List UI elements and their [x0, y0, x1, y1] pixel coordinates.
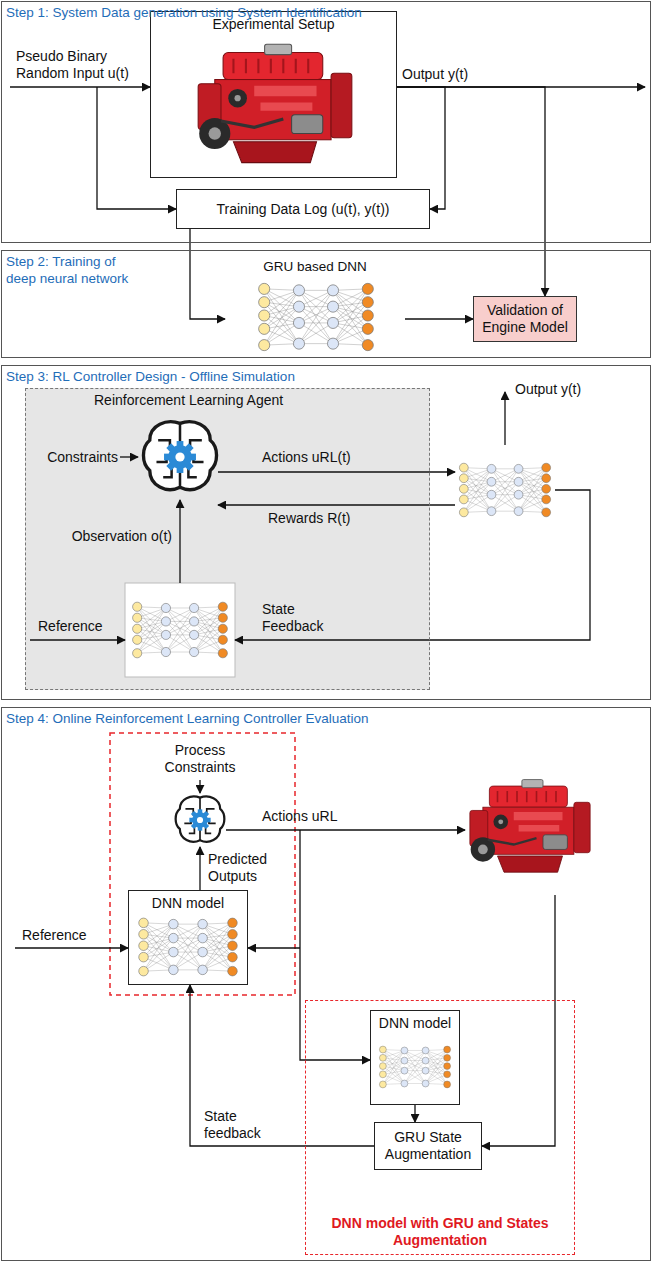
signal-label: Actions uRL(t): [262, 449, 351, 466]
signal-wire: [218, 471, 455, 472]
agent-ground: [25, 388, 430, 690]
panel-heading: Step 4: Online Reinforcement Learning Co…: [6, 711, 606, 728]
text-block: Reinforcement Learning Agent: [94, 389, 429, 409]
signal-wire: [199, 780, 200, 793]
network-block: GRU based DNN: [225, 258, 405, 356]
engine-picture: [470, 780, 590, 873]
panel-heading: Step 2: Training of deep neural network: [6, 254, 146, 288]
text-block: DNN model with GRU and States Augmentati…: [306, 1215, 574, 1254]
signal-label: Process Constraints: [155, 742, 245, 776]
process-box: Training Data Log (u(t), y(t)): [176, 189, 430, 229]
text-block: Training Data Log (u(t), y(t)): [213, 201, 394, 218]
box-title: DNN model: [129, 895, 247, 912]
engine-picture: [198, 44, 352, 162]
step-panel: Step 4: Online Reinforcement Learning Co…: [1, 707, 651, 1261]
signal-wire: [30, 639, 125, 640]
signal-label: Reference: [38, 618, 103, 635]
block-title: GRU based DNN: [226, 259, 404, 275]
text-block: GRU State Augmentation: [375, 1129, 481, 1163]
signal-label: Constraints: [38, 449, 118, 466]
signal-wire: [199, 847, 200, 890]
signal-wire: [482, 895, 555, 1146]
region-title: Reinforcement Learning Agent: [94, 392, 429, 409]
signal-label: Reference: [22, 927, 87, 944]
network-picture: [139, 918, 237, 976]
region-title: DNN model with GRU and States Augmentati…: [318, 1215, 562, 1249]
model-box: DNN model: [128, 890, 248, 985]
connector-label: State feedback: [204, 1108, 276, 1142]
signal-wire: [235, 490, 590, 640]
signal-label: Rewards R(t): [268, 510, 350, 527]
network-picture: [133, 602, 228, 658]
text-block: Step 2: Training of deep neural network: [6, 254, 146, 288]
text-block: Step 4: Online Reinforcement Learning Co…: [6, 711, 606, 728]
signal-label: Output y(t): [402, 66, 468, 83]
text-block: Experimental Setup: [151, 12, 396, 33]
step-panel: Step 2: Training of deep neural network G…: [1, 250, 651, 358]
signal-wire: [179, 500, 180, 583]
signal-wire: [226, 829, 465, 830]
controller-region: [110, 733, 295, 995]
signal-wire: [15, 947, 128, 948]
setup-box: Experimental Setup: [150, 11, 397, 178]
model-box: DNN model: [370, 1010, 460, 1105]
box-title: DNN model: [371, 1015, 459, 1032]
input-wire: [97, 87, 176, 209]
network-picture: [379, 1046, 450, 1088]
agent-icon: [176, 796, 225, 841]
signal-label: Pseudo Binary Random Input u(t): [16, 48, 148, 82]
text-block: DNN model: [371, 1011, 459, 1032]
box-label: Training Data Log (u(t), y(t)): [217, 201, 390, 218]
input-wire: [10, 86, 150, 87]
connector: [190, 985, 374, 1146]
connector: [405, 318, 473, 319]
connector: [414, 1105, 415, 1122]
network-picture: [459, 463, 550, 517]
signal-wire: [300, 830, 370, 1060]
signal-wire: [218, 504, 455, 505]
box-label: GRU State Augmentation: [379, 1129, 477, 1163]
signal-label: Output y(t): [515, 381, 581, 398]
signal-label: Observation o(t): [52, 528, 172, 545]
signal-label: Predicted Outputs: [208, 851, 290, 885]
signal-wire: [504, 392, 505, 445]
network-picture: [259, 283, 374, 350]
text-block: GRU based DNN: [226, 259, 404, 275]
process-box: GRU State Augmentation: [374, 1122, 482, 1170]
signal-wire: [120, 456, 138, 457]
network-frame: [125, 583, 235, 677]
augmentation-region: DNN model with GRU and States Augmentati…: [305, 1000, 575, 1255]
signal-wire: [248, 947, 300, 948]
process-box: Validation of Engine Model: [473, 296, 577, 342]
agent-icon: [143, 422, 216, 490]
text-block: DNN model: [129, 891, 247, 912]
signal-label: Actions uRL: [262, 808, 337, 825]
box-title: Experimental Setup: [151, 16, 396, 33]
signal-label: State Feedback: [262, 601, 334, 635]
step-panel: Step 1: System Data generation using Sys…: [1, 1, 651, 243]
text-block: Validation of Engine Model: [474, 302, 576, 336]
box-label: Validation of Engine Model: [478, 302, 572, 336]
